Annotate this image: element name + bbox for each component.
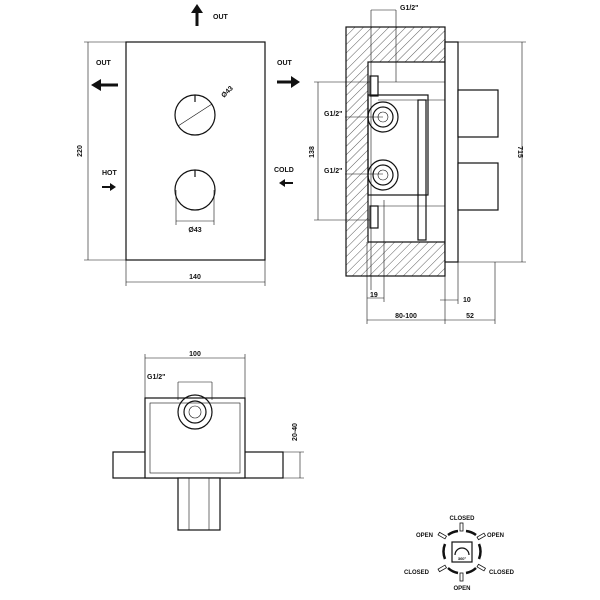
upper-knob bbox=[174, 94, 216, 136]
wall-cavity bbox=[367, 61, 446, 243]
closed-lower-left-label: CLOSED bbox=[404, 570, 430, 576]
front-view: Ø43 Ø43 220 140 OUT OUT OUT HOT COLD bbox=[77, 4, 300, 286]
out-left-label: OUT bbox=[96, 60, 112, 67]
cold-label: COLD bbox=[274, 167, 294, 174]
knob-diameter-bottom: Ø43 bbox=[188, 227, 201, 234]
cover-plate bbox=[444, 41, 459, 263]
closed-top-label: CLOSED bbox=[449, 516, 475, 522]
stem bbox=[177, 477, 221, 531]
arrow-right-icon bbox=[277, 76, 300, 88]
rotation-360-icon bbox=[451, 541, 473, 563]
dimension-138: 138 bbox=[309, 146, 316, 158]
open-upper-right-label: OPEN bbox=[487, 533, 504, 539]
dimension-depth: 80-100 bbox=[395, 313, 417, 320]
thread-lower-label: G1/2" bbox=[324, 168, 343, 175]
lower-handle bbox=[457, 162, 499, 211]
upper-handle bbox=[457, 89, 499, 138]
bottom-view: 100 G1/2" 20-40 bbox=[112, 351, 304, 531]
dimension-52: 52 bbox=[466, 313, 474, 320]
closed-lower-right-label: CLOSED bbox=[489, 570, 515, 576]
dimension-715: 715 bbox=[516, 146, 523, 158]
height-dimension: 220 bbox=[77, 145, 84, 157]
rotation-legend: 360° CLOSED OPEN OPEN CLOSED CLOSED OPEN bbox=[404, 516, 515, 592]
hot-arrow-icon bbox=[102, 183, 116, 191]
dimension-10: 10 bbox=[463, 297, 471, 304]
front-plate bbox=[125, 41, 266, 261]
thread-label: G1/2" bbox=[147, 374, 166, 381]
hot-label: HOT bbox=[102, 170, 118, 177]
open-bottom-label: OPEN bbox=[453, 586, 470, 592]
dimension-19: 19 bbox=[370, 292, 378, 299]
arrow-up-icon bbox=[191, 4, 203, 26]
dimension-100: 100 bbox=[189, 351, 201, 358]
side-view: G1/2" G1/2" G1/2" 138 715 19 10 80-100 5… bbox=[309, 5, 526, 324]
knob-diameter-top: Ø43 bbox=[220, 85, 234, 99]
dimension-20-40: 20-40 bbox=[292, 423, 299, 441]
angle-label: 360° bbox=[458, 556, 467, 561]
valve-body bbox=[367, 75, 445, 241]
out-top-label: OUT bbox=[213, 14, 229, 21]
box-body bbox=[144, 397, 246, 479]
thread-upper-label: G1/2" bbox=[324, 111, 343, 118]
out-right-label: OUT bbox=[277, 60, 293, 67]
lower-knob bbox=[174, 169, 216, 225]
width-dimension: 140 bbox=[189, 274, 201, 281]
arrow-left-icon bbox=[91, 79, 118, 91]
thread-top-label: G1/2" bbox=[400, 5, 419, 12]
cold-arrow-icon bbox=[279, 179, 293, 187]
open-upper-left-label: OPEN bbox=[416, 533, 433, 539]
